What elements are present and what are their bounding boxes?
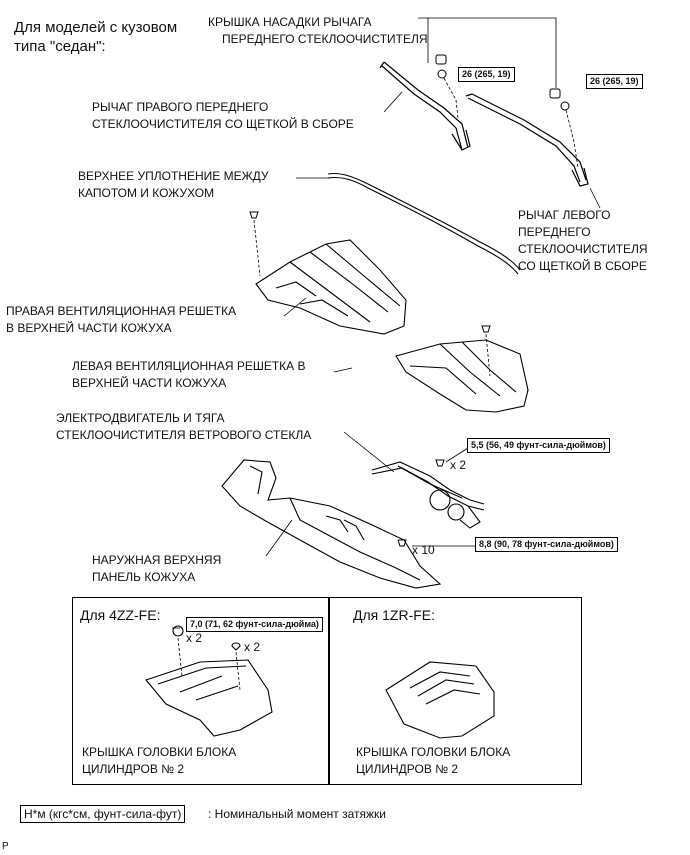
- label-left-grille-2: ВЕРХНЕЙ ЧАСТИ КОЖУХА: [72, 376, 227, 390]
- torque-badge: 26 (265, 19): [586, 74, 643, 89]
- panel-1zr-title: Для 1ZR-FE:: [353, 607, 436, 623]
- right-louver: [255, 239, 407, 335]
- left-wiper-arm: [465, 93, 589, 187]
- label-cover-4zz-2: ЦИЛИНДРОВ № 2: [82, 762, 185, 776]
- wiper-caps: [435, 54, 570, 111]
- cylinder-head-cover-1zr: [385, 661, 495, 739]
- cylinder-head-cover-4zz: [145, 625, 273, 737]
- label-seal-1: ВЕРХНЕЕ УПЛОТНЕНИЕ МЕЖДУ: [78, 169, 269, 183]
- label-cover-1zr-1: КРЫШКА ГОЛОВКИ БЛОКА: [356, 745, 511, 759]
- right-wiper-arm: [379, 61, 471, 151]
- label-seal-2: КАПОТОМ И КОЖУХОМ: [78, 186, 215, 200]
- label-left-arm-2: ПЕРЕДНЕГО: [518, 225, 591, 239]
- label-wiper-cap-2: ПЕРЕДНЕГО СТЕКЛООЧИСТИТЕЛЯ: [222, 32, 428, 46]
- hood-seal: [327, 172, 521, 275]
- torque-badge: 26 (265, 19): [458, 67, 515, 82]
- quantity-label: x 2: [244, 640, 261, 654]
- label-motor-1: ЭЛЕКТРОДВИГАТЕЛЬ И ТЯГА: [56, 411, 225, 425]
- label-cover-1zr-2: ЦИЛИНДРОВ № 2: [356, 762, 459, 776]
- label-outer-panel-1: НАРУЖНАЯ ВЕРХНЯЯ: [92, 553, 222, 567]
- bolt: [481, 325, 491, 333]
- label-right-arm-2: СТЕКЛООЧИСТИТЕЛЯ СО ЩЕТКОЙ В СБОРЕ: [92, 117, 354, 131]
- quantity-label: x 2: [450, 458, 467, 472]
- label-motor-2: СТЕКЛООЧИСТИТЕЛЯ ВЕТРОВОГО СТЕКЛА: [56, 428, 312, 442]
- bolt: [249, 211, 259, 219]
- label-outer-panel-2: ПАНЕЛЬ КОЖУХА: [92, 570, 196, 584]
- label-right-grille-2: В ВЕРХНЕЙ ЧАСТИ КОЖУХА: [6, 321, 172, 335]
- bolt: [397, 459, 445, 547]
- panel-4zz-title: Для 4ZZ-FE:: [80, 607, 161, 623]
- torque-badge: 7,0 (71, 62 фунт-сила-дюйма): [186, 617, 323, 632]
- cowl-outer-panel: [221, 459, 442, 589]
- label-right-arm-1: РЫЧАГ ПРАВОГО ПЕРЕДНЕГО: [92, 100, 269, 114]
- left-louver: [395, 339, 529, 413]
- wiper-motor-link: [371, 461, 485, 529]
- quantity-label: x 10: [412, 543, 435, 557]
- label-left-arm-3: СТЕКЛООЧИСТИТЕЛЯ: [518, 242, 648, 256]
- label-wiper-cap-1: КРЫШКА НАСАДКИ РЫЧАГА: [208, 15, 372, 29]
- panel-1zr-fe: [328, 597, 582, 785]
- panel-4zz-fe: [72, 597, 330, 785]
- label-left-arm-4: СО ЩЕТКОЙ В СБОРЕ: [518, 259, 647, 273]
- torque-badge: 8,8 (90, 78 фунт-сила-дюймов): [475, 537, 618, 552]
- label-cover-4zz-1: КРЫШКА ГОЛОВКИ БЛОКА: [82, 745, 237, 759]
- label-left-grille-1: ЛЕВАЯ ВЕНТИЛЯЦИОННАЯ РЕШЕТКА В: [72, 359, 306, 373]
- model-header-line1: Для моделей с кузовом: [14, 19, 178, 36]
- model-header-line2: типа "седан":: [14, 38, 106, 55]
- corner-mark: P: [2, 841, 9, 852]
- label-left-arm-1: РЫЧАГ ЛЕВОГО: [518, 208, 611, 222]
- torque-badge: 5,5 (56, 49 фунт-сила-дюймов): [467, 438, 610, 453]
- legend-torque-units: Н*м (кгс*см, фунт-сила-фут): [20, 805, 186, 823]
- legend-description: : Номинальный момент затяжки: [208, 807, 386, 821]
- label-right-grille-1: ПРАВАЯ ВЕНТИЛЯЦИОННАЯ РЕШЕТКА: [6, 304, 237, 318]
- quantity-label: x 2: [186, 631, 203, 645]
